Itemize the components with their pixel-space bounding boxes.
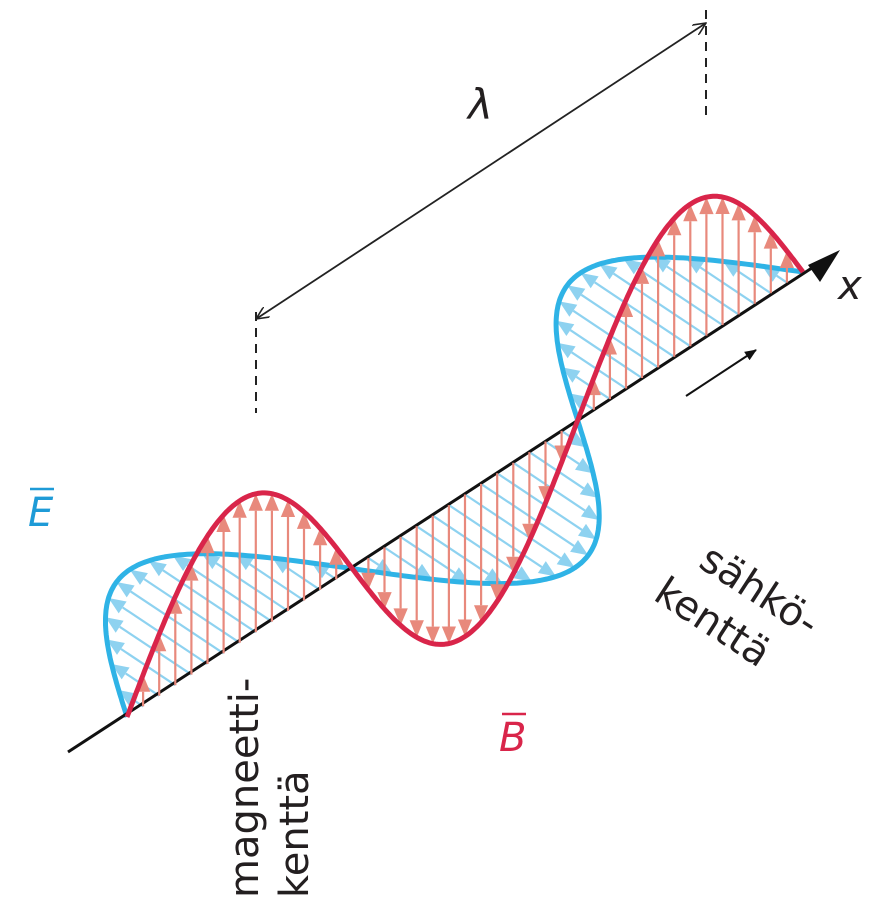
electric-field-vector-shaft <box>699 266 756 305</box>
electric-field-vector-head <box>570 540 589 556</box>
x-axis-arrowhead <box>808 250 840 282</box>
electric-field-vector-shaft <box>775 274 788 284</box>
magnetic-field-label-line1: magneetti- <box>222 678 268 898</box>
electric-field-vector-head <box>579 482 598 498</box>
electric-field-vector-head <box>148 560 167 577</box>
electric-field-vector-head <box>580 272 599 289</box>
electric-field-vector-head <box>556 320 575 336</box>
electric-field-vector-head <box>567 285 586 301</box>
magnetic-field-vector-head <box>296 511 312 529</box>
electric-field-vector-head <box>557 342 576 359</box>
electric-field-vector-shaft <box>215 562 289 612</box>
electric-field-vector-head <box>599 264 618 280</box>
magnetic-field-vector-head <box>232 500 247 518</box>
electric-field-vector-shaft <box>496 472 583 531</box>
electric-field-vector-head <box>556 552 575 568</box>
magnetic-field-vector-head <box>715 197 730 214</box>
electric-field-vector-head <box>513 566 532 582</box>
magnetic-field-vector-head <box>506 556 521 574</box>
magnetic-field-vector-head <box>184 563 199 581</box>
electric-field-vector-head <box>116 582 135 598</box>
electric-field-vector-head <box>578 523 597 540</box>
magnetic-field-vector-head <box>264 493 279 511</box>
electric-field-vector-head <box>567 431 586 448</box>
electric-field-vector-shaft <box>249 563 305 602</box>
x-axis-label: x <box>836 263 862 309</box>
electric-field-vector-shaft <box>186 564 273 623</box>
electric-field-vector-head <box>105 617 124 633</box>
electric-field-vector-head <box>172 555 191 571</box>
magnetic-field-vector-head <box>409 620 424 638</box>
electric-field-vector-shaft <box>416 525 490 576</box>
propagation-direction-arrow <box>685 349 757 397</box>
electric-field-curve <box>103 254 804 718</box>
magnetic-field-vector-head <box>441 626 456 644</box>
magnetic-field-vector-head <box>457 619 473 637</box>
electric-field-symbol: E <box>28 487 54 536</box>
magnetic-field-vector-head <box>216 515 231 532</box>
magnetic-field-vector-head <box>377 592 392 610</box>
electric-field-vector-head <box>129 569 148 585</box>
b-symbol-text: B <box>499 715 526 761</box>
electric-field-vector-shaft <box>399 535 456 575</box>
electric-field-vector-shaft <box>122 606 209 665</box>
electric-field-vector-head <box>562 367 581 383</box>
magnetic-field-vector-head <box>763 231 778 249</box>
electric-field-vector-head <box>108 598 127 614</box>
magnetic-field-vector-head <box>474 605 489 623</box>
electric-field-vector-shaft <box>572 309 659 369</box>
magnetic-field-vector-head <box>490 584 505 602</box>
x-axis-line <box>67 262 819 754</box>
magnetic-field-vector-head <box>361 572 376 590</box>
electric-field-vector-head <box>537 561 556 577</box>
electric-field-vector-shaft <box>637 267 724 326</box>
electric-field-vector-head <box>575 457 594 474</box>
magnetic-field-symbol: B <box>499 712 526 761</box>
magnetic-field-vector-head <box>747 215 762 233</box>
e-symbol-text: E <box>28 490 54 536</box>
magnetic-field-vector-head <box>200 536 215 554</box>
magnetic-field-vector-head <box>329 547 344 565</box>
magnetic-field-vector-head <box>313 528 328 546</box>
electric-field-vector-head <box>111 664 130 680</box>
magnetic-field-vector-head <box>779 251 794 268</box>
magnetic-field-vector-head <box>280 500 296 517</box>
electric-field-vector-head <box>106 639 125 655</box>
electric-field-vector-head <box>559 301 578 317</box>
electric-field-vector-shaft <box>666 265 740 316</box>
electric-field-label: sähkö- kenttä <box>646 536 827 677</box>
magnetic-field-vector-head <box>393 608 408 626</box>
electric-field-vector-head <box>118 690 137 706</box>
wavelength-label: λ <box>466 80 493 129</box>
magnetic-field-vector-head <box>425 626 440 644</box>
magnetic-field-vector-head <box>248 493 263 511</box>
magnetic-field-vector-head <box>731 203 746 221</box>
electric-field-vector-shaft <box>432 514 519 574</box>
magnetic-field-label: magneetti- kenttä <box>222 678 318 898</box>
wavelength-dimension-line <box>256 23 706 319</box>
electric-field-vector-head <box>569 393 588 409</box>
electric-field-vector-shaft <box>367 557 380 566</box>
electric-field-vector-head <box>581 504 600 520</box>
magnetic-field-label-line2: kenttä <box>272 770 318 898</box>
